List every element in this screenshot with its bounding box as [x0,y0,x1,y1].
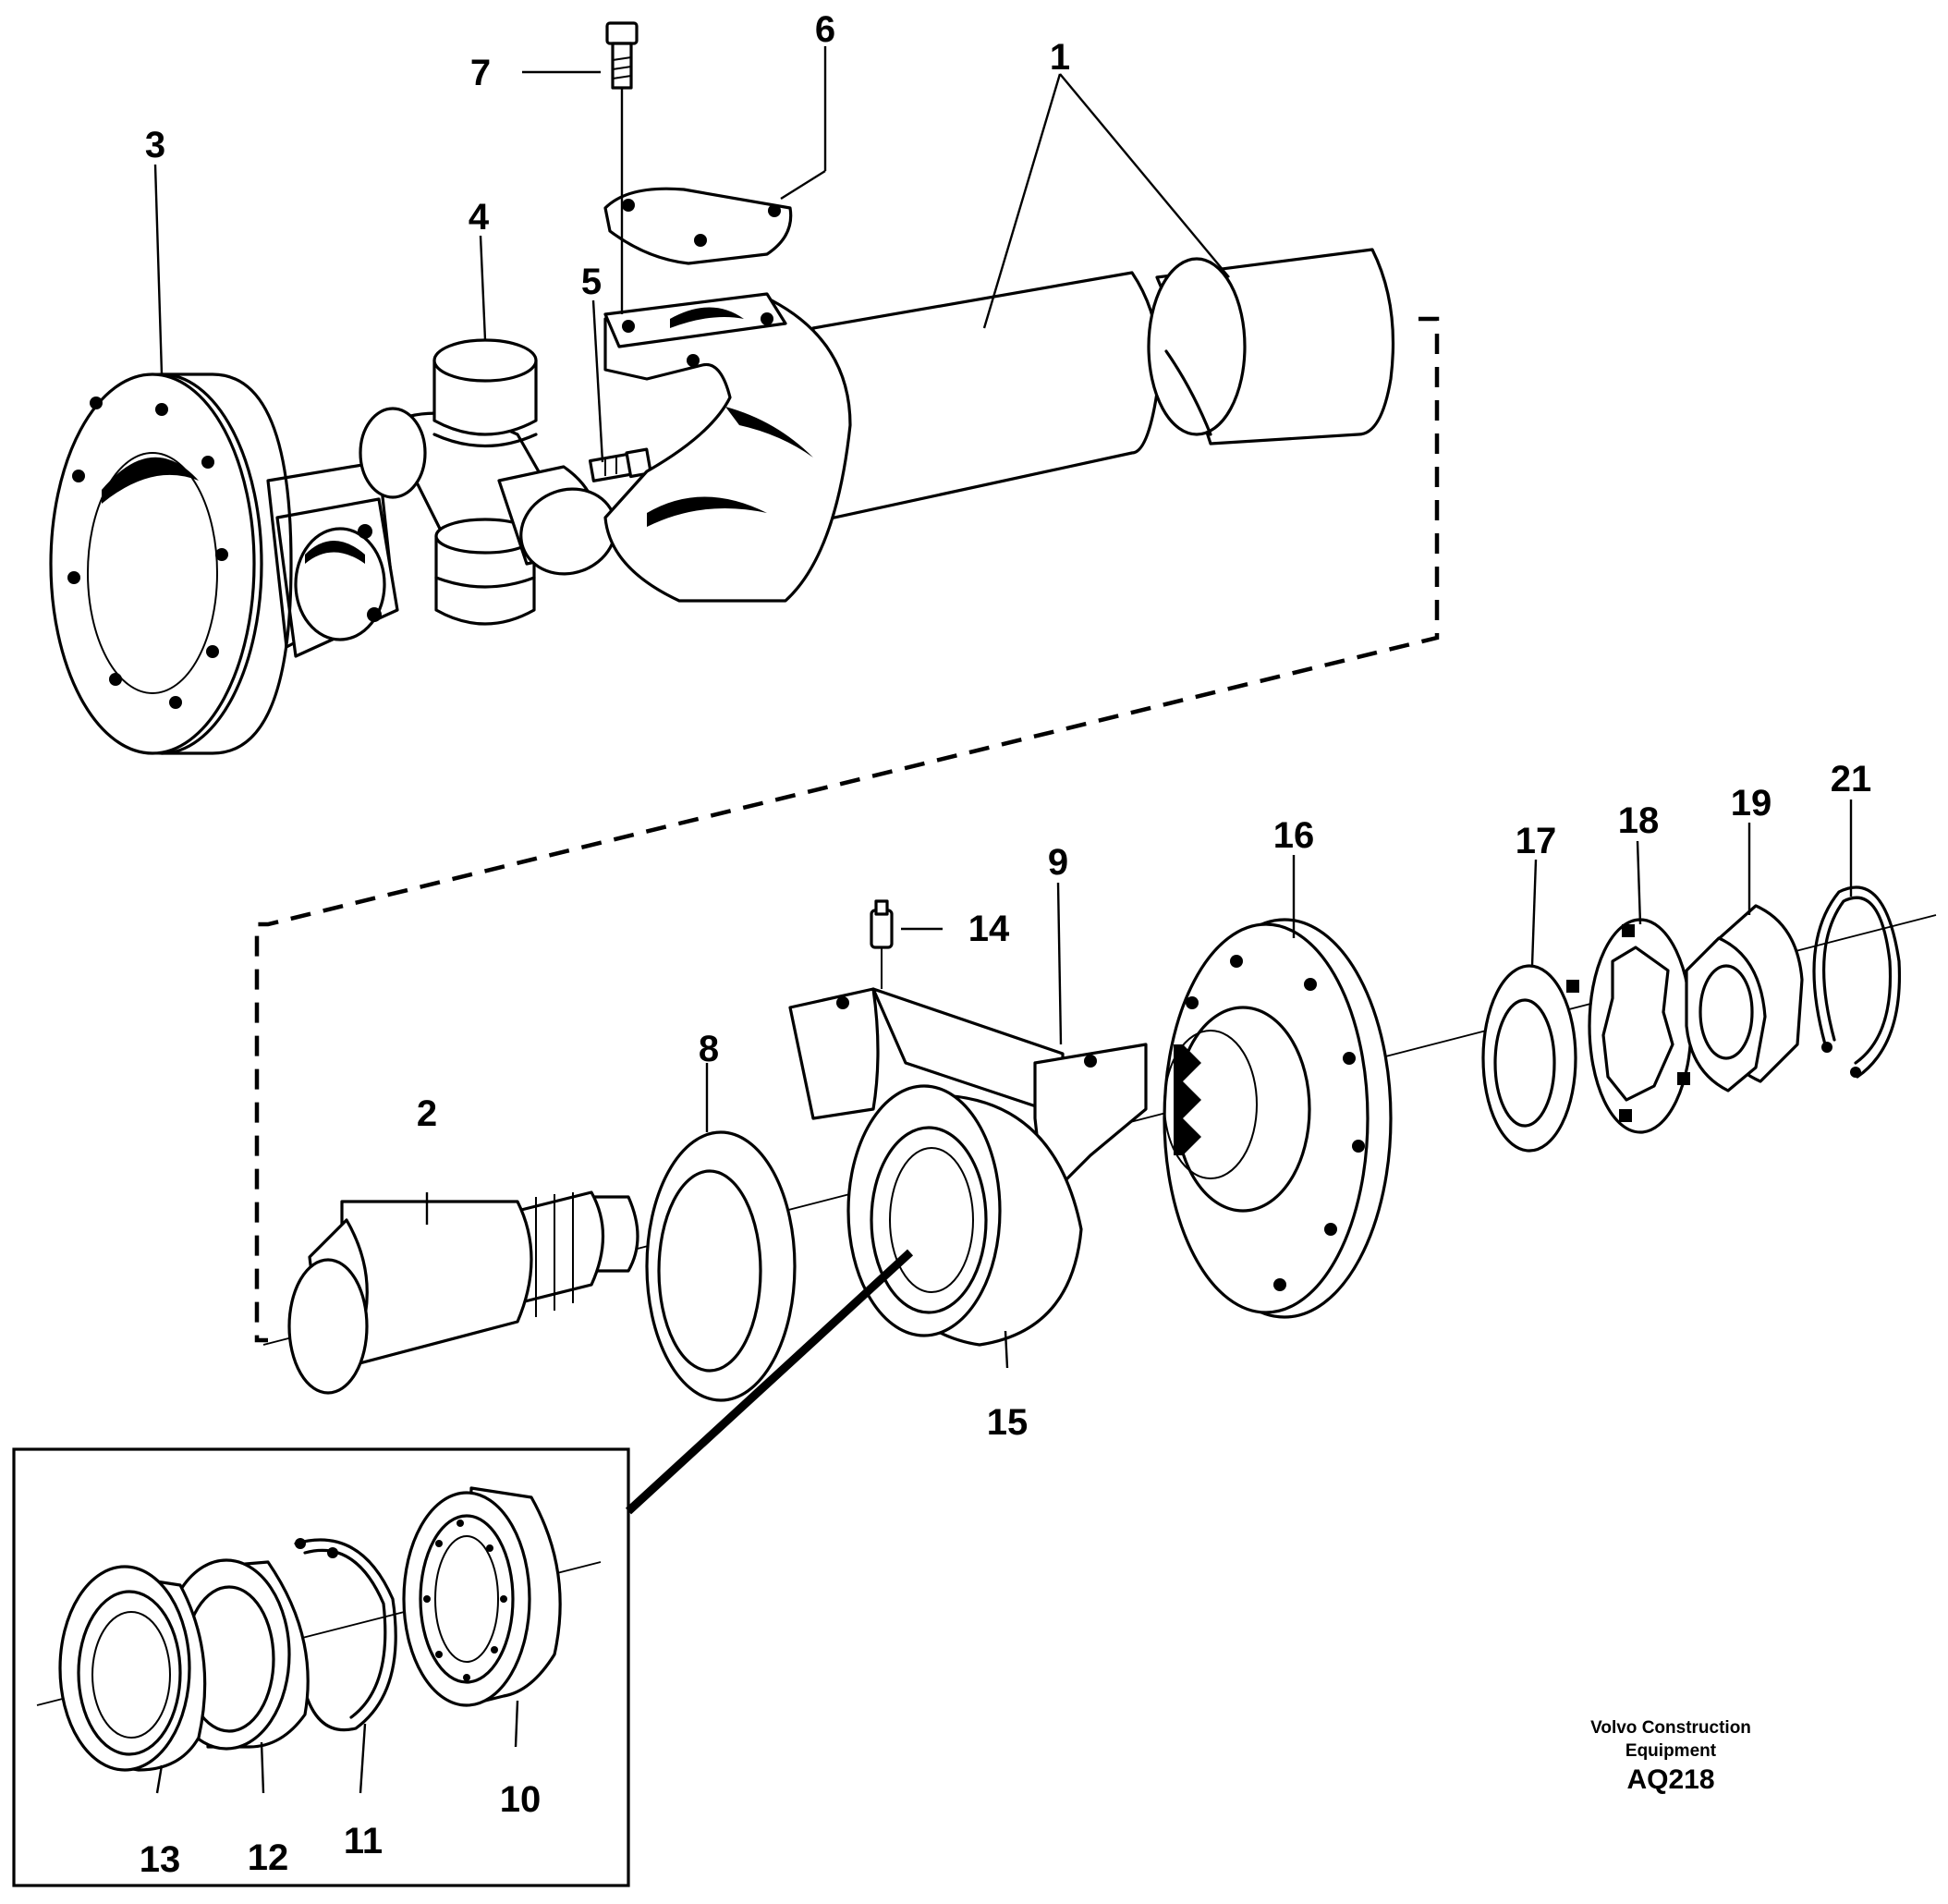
callout-21: 21 [1831,759,1872,799]
brand-code: AQ218 [1626,1764,1714,1795]
brand-line-1: Volvo Construction [1590,1718,1751,1738]
part-9-support-bracket [788,987,1148,1203]
callout-1: 1 [1050,37,1070,78]
callout-6: 6 [815,9,835,50]
callout-14: 14 [968,909,1010,949]
part-3-flange-yoke [49,372,399,755]
part-10-roller-bearing [402,1486,562,1707]
part-5-grease-nipple [588,447,652,482]
callout-8: 8 [699,1029,719,1069]
part-1-shaft-tube [603,248,1395,603]
callout-10: 10 [500,1779,542,1820]
part-13-seal-ring [58,1565,207,1772]
callout-16: 16 [1273,815,1315,856]
callout-7: 7 [470,53,491,93]
callout-18: 18 [1618,800,1660,841]
brand-line-2: Equipment [1625,1741,1717,1761]
callout-9: 9 [1048,842,1068,883]
inset-detail-box [12,1447,630,1887]
part-17-washer [1481,964,1577,1153]
part-8-spacer-ring [645,1130,797,1402]
part-14-grease-nipple [870,899,894,989]
callout-labels: 1 2 3 4 5 6 7 8 9 10 11 12 13 14 15 16 1… [140,9,1872,1880]
callout-17: 17 [1516,821,1557,861]
part-7-bolt [605,21,639,314]
part-2-stub-shaft [287,1190,639,1395]
callout-19: 19 [1731,783,1772,824]
callout-3: 3 [145,125,165,165]
part-18-lock-washer [1566,918,1693,1134]
callout-11: 11 [344,1821,383,1861]
callout-4: 4 [469,197,490,238]
part-11-circlip [294,1538,397,1732]
inset-pointer-line [625,1249,914,1515]
callout-5: 5 [581,262,602,302]
callout-12: 12 [248,1837,289,1878]
callout-2: 2 [417,1093,437,1134]
callout-13: 13 [140,1839,181,1880]
callout-15: 15 [987,1402,1029,1443]
brand-block: Volvo Construction Equipment AQ218 [1590,1718,1751,1795]
leader-lines [153,46,1853,1794]
part-21-circlip [1812,885,1902,1079]
part-19-nut [1685,904,1804,1092]
part-16-companion-flange [1163,918,1393,1319]
part-4-universal-joint-cross [359,338,617,626]
connector-dashed-line [254,316,1440,1343]
part-6-lock-plate [603,187,793,265]
